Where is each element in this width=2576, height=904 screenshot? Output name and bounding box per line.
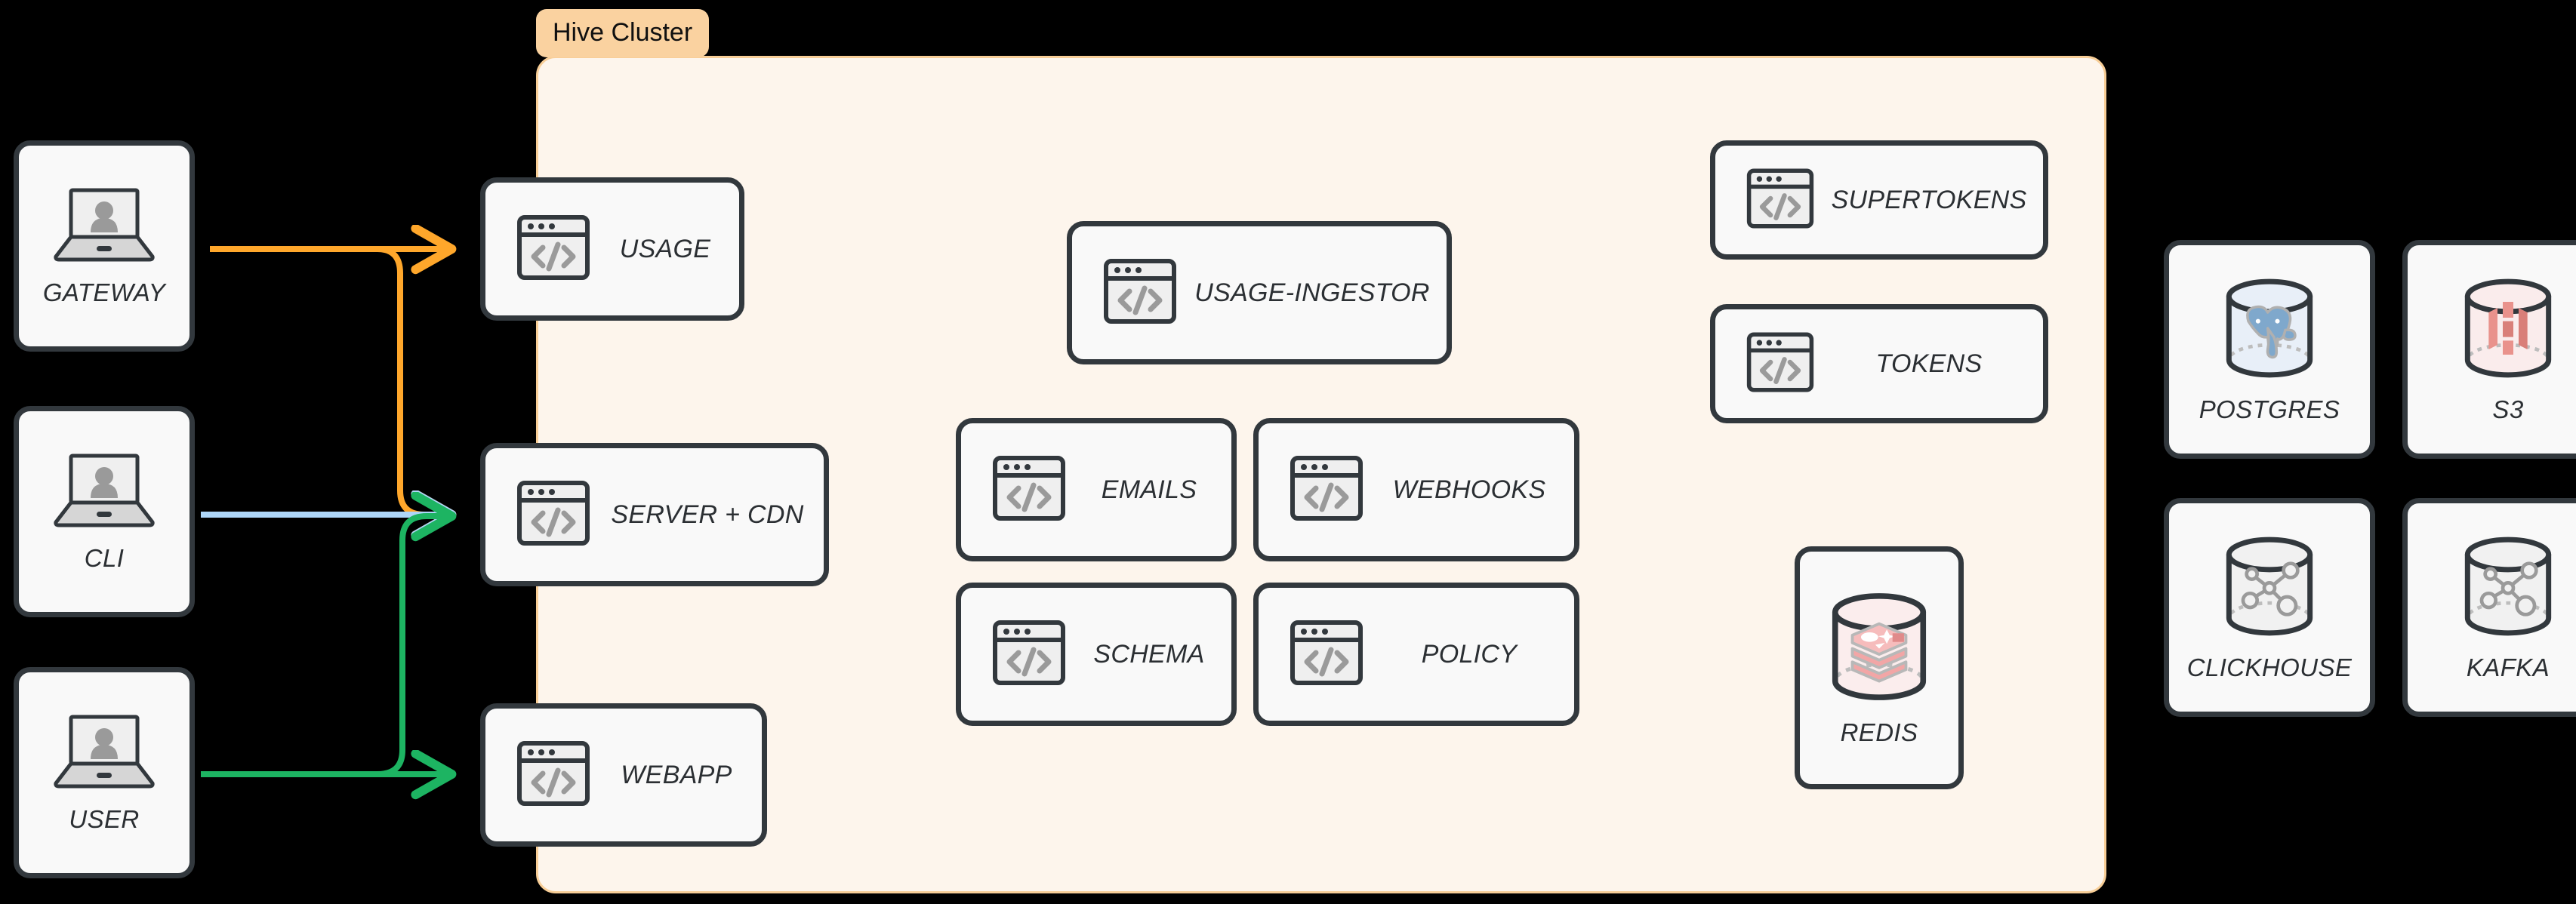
service-label: POLICY: [1421, 639, 1518, 669]
datastore-label: S3: [2492, 395, 2524, 423]
service-label: SUPERTOKENS: [1831, 185, 2027, 214]
code-window-icon: [991, 615, 1067, 694]
client-card-user[interactable]: USER: [14, 667, 195, 878]
service-label: USAGE: [619, 234, 711, 263]
service-card-usage[interactable]: USAGE: [480, 177, 744, 321]
client-label: CLI: [84, 543, 125, 572]
service-card-webhooks[interactable]: WEBHOOKS: [1253, 418, 1579, 561]
datastore-card-clickhouse[interactable]: CLICKHOUSE: [2164, 498, 2375, 717]
service-label: WEBAPP: [621, 760, 732, 789]
wire-gateway-to-server-cdn: [210, 246, 447, 515]
graph-cylinder-icon: [2217, 533, 2322, 643]
s3-cylinder-icon: [2455, 275, 2561, 385]
code-window-icon: [516, 736, 591, 815]
code-window-icon: [516, 210, 591, 289]
service-label: EMAILS: [1101, 475, 1197, 504]
laptop-user-icon: [51, 186, 157, 268]
code-window-icon: [1289, 615, 1364, 694]
service-card-usage-ingestor[interactable]: USAGE-INGESTOR: [1067, 221, 1452, 364]
laptop-user-icon: [51, 451, 157, 533]
client-card-cli[interactable]: CLI: [14, 406, 195, 617]
code-window-icon: [1102, 254, 1178, 333]
hive-cluster-label: Hive Cluster: [536, 9, 710, 57]
datastore-label: KAFKA: [2466, 653, 2550, 681]
service-label: USAGE-INGESTOR: [1194, 278, 1430, 307]
service-card-policy[interactable]: POLICY: [1253, 583, 1579, 726]
service-card-server-cdn[interactable]: SERVER + CDN: [480, 443, 829, 586]
datastore-label: POSTGRES: [2199, 395, 2340, 423]
laptop-user-icon: [51, 712, 157, 795]
service-label: WEBHOOKS: [1392, 475, 1546, 504]
service-card-tokens[interactable]: TOKENS: [1710, 304, 2048, 423]
code-window-icon: [1289, 450, 1364, 530]
service-card-schema[interactable]: SCHEMA: [956, 583, 1237, 726]
graph-cylinder-icon: [2455, 533, 2561, 643]
datastore-card-postgres[interactable]: POSTGRES: [2164, 240, 2375, 459]
client-card-gateway[interactable]: GATEWAY: [14, 140, 195, 352]
service-label: SERVER + CDN: [611, 500, 804, 529]
service-label: SCHEMA: [1093, 639, 1205, 669]
datastore-card-redis[interactable]: REDIS: [1795, 546, 1964, 789]
code-window-icon: [516, 475, 591, 555]
datastore-card-kafka[interactable]: KAFKA: [2402, 498, 2576, 717]
code-window-icon: [991, 450, 1067, 530]
client-label: USER: [69, 804, 140, 833]
service-card-supertokens[interactable]: SUPERTOKENS: [1710, 140, 2048, 260]
datastore-label: REDIS: [1840, 718, 1918, 746]
code-window-icon: [1746, 164, 1815, 237]
postgres-cylinder-icon: [2217, 275, 2322, 385]
datastore-label: CLICKHOUSE: [2186, 653, 2353, 681]
client-label: GATEWAY: [42, 278, 166, 306]
code-window-icon: [1746, 327, 1815, 401]
service-card-webapp[interactable]: WEBAPP: [480, 703, 767, 847]
service-label: TOKENS: [1875, 349, 1983, 378]
datastore-card-s3[interactable]: S3: [2402, 240, 2576, 459]
redis-cylinder-icon: [1822, 589, 1937, 708]
wire-user-to-server-cdn: [201, 516, 447, 777]
service-card-emails[interactable]: EMAILS: [956, 418, 1237, 561]
